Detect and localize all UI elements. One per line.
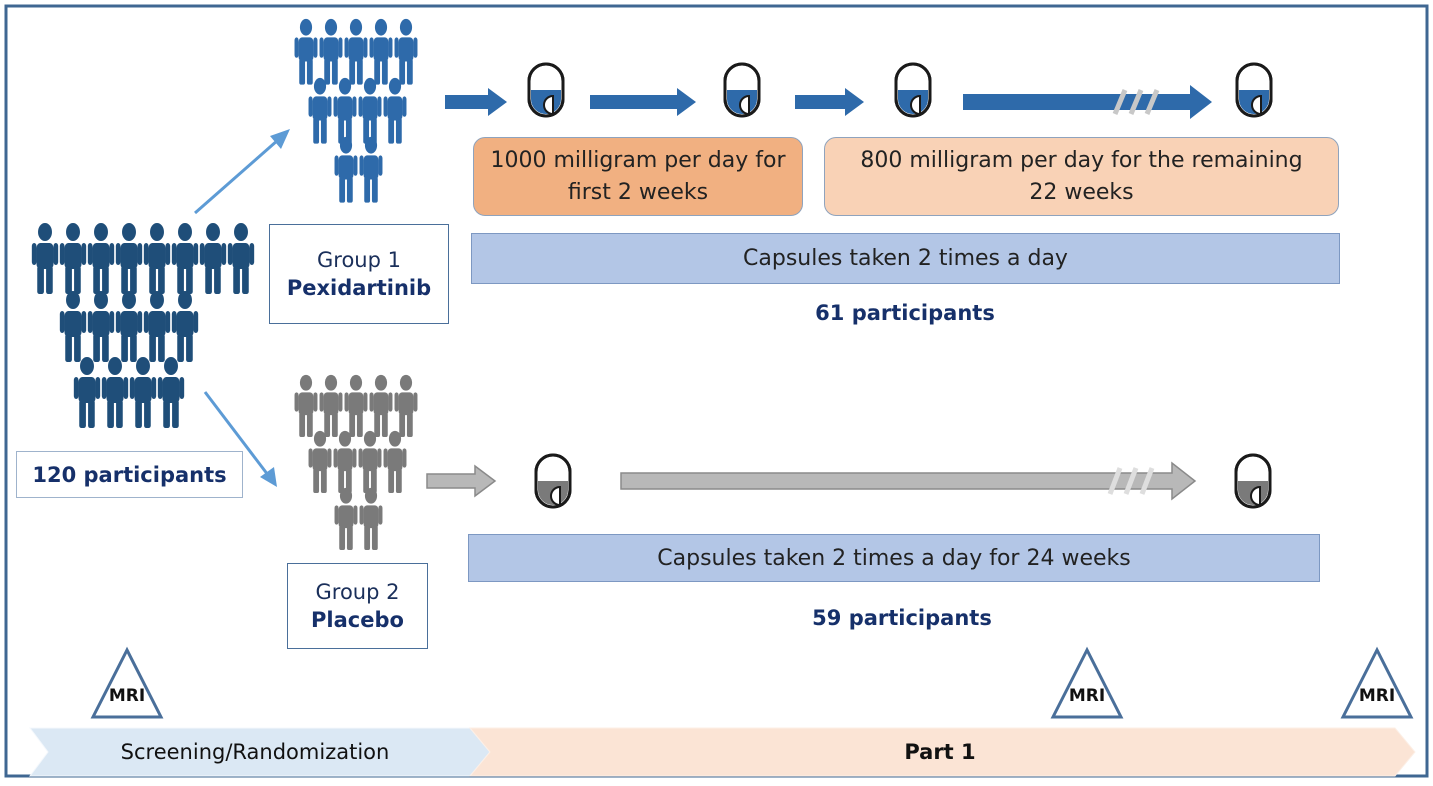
group1-name: Group 1: [317, 248, 401, 272]
group1-count: 61 participants: [755, 296, 1055, 330]
g1-arrow-week-2: [590, 88, 696, 116]
person-icon: [369, 18, 393, 85]
mri-label-week-22: MRI: [1068, 686, 1106, 706]
person-icon: [87, 291, 115, 362]
person-icon: [143, 291, 171, 362]
person-icon: [334, 136, 358, 203]
group2-people-icon: [294, 374, 418, 550]
group2-drug: Placebo: [311, 608, 404, 632]
person-icon: [87, 223, 115, 294]
g1-arrow-mid: [795, 88, 864, 116]
outer-frame: [4, 4, 1429, 778]
person-icon: [171, 223, 199, 294]
group1-people-icon: [294, 18, 418, 203]
g2-arrow-long: [620, 461, 1197, 501]
g2-time-break: [1107, 467, 1155, 495]
person-icon: [59, 223, 87, 294]
randomization-arrow-group2: [203, 391, 277, 487]
mri-triangle-screening: [90, 646, 164, 719]
group2-box: Group 2 Placebo: [287, 563, 428, 649]
capsule-icon: [1234, 453, 1272, 509]
group1-schedule-label: Capsules taken 2 times a day: [743, 246, 1068, 271]
person-icon: [101, 357, 129, 428]
person-icon: [308, 430, 332, 493]
person-icon: [115, 291, 143, 362]
person-icon: [369, 374, 393, 437]
maintenance-dose-box: 800 milligram per day for the remaining …: [824, 137, 1339, 216]
total-participants-label: 120 participants: [32, 462, 227, 487]
person-icon: [227, 223, 255, 294]
maintenance-dose-label: 800 milligram per day for the remaining …: [860, 147, 1303, 205]
person-icon: [344, 18, 368, 85]
person-icon: [143, 223, 171, 294]
g1-time-break: [1112, 89, 1160, 115]
group1-drug: Pexidartinib: [286, 276, 432, 300]
person-icon: [333, 430, 357, 493]
randomization-arrow-group1: [194, 129, 290, 215]
total-participants-box: 120 participants: [16, 451, 243, 498]
group2-count-label: 59 participants: [812, 606, 992, 630]
person-icon: [199, 223, 227, 294]
capsule-icon: [723, 62, 761, 118]
group2-count: 59 participants: [752, 601, 1052, 635]
person-icon: [73, 357, 101, 428]
person-icon: [294, 18, 318, 85]
part1-band: [468, 727, 1416, 777]
person-icon: [31, 223, 59, 294]
person-icon: [334, 487, 358, 550]
group2-schedule-label: Capsules taken 2 times a day for 24 week…: [657, 545, 1131, 571]
part1-phase-label: Part 1: [904, 740, 976, 764]
mri-label-screening: MRI: [108, 686, 146, 706]
screening-phase-label: Screening/Randomization: [120, 740, 390, 764]
person-icon: [358, 430, 382, 493]
mri-triangle-week-24: [1340, 646, 1414, 719]
person-icon: [359, 136, 383, 203]
group2-schedule-band: Capsules taken 2 times a day for 24 week…: [468, 534, 1320, 582]
person-icon: [394, 18, 418, 85]
group1-box: Group 1 Pexidartinib: [269, 224, 449, 324]
capsule-icon: [527, 62, 565, 118]
person-icon: [59, 291, 87, 362]
person-icon: [359, 487, 383, 550]
person-icon: [115, 223, 143, 294]
initial-dose-label: 1000 milligram per day for first 2 weeks: [490, 147, 786, 205]
person-icon: [358, 77, 382, 144]
person-icon: [171, 291, 199, 362]
capsule-icon: [1235, 62, 1273, 118]
capsule-icon: [534, 453, 572, 509]
person-icon: [344, 374, 368, 437]
initial-dose-box: 1000 milligram per day for first 2 weeks: [473, 137, 803, 216]
participant-pool-icon: [31, 223, 255, 428]
person-icon: [308, 77, 332, 144]
group1-schedule-band: Capsules taken 2 times a day: [471, 233, 1340, 284]
person-icon: [383, 77, 407, 144]
person-icon: [319, 18, 343, 85]
person-icon: [333, 77, 357, 144]
capsule-icon: [894, 62, 932, 118]
person-icon: [294, 374, 318, 437]
g1-arrow-long: [963, 85, 1212, 119]
g2-arrow-start: [426, 464, 497, 498]
group1-count-label: 61 participants: [815, 301, 995, 325]
group2-name: Group 2: [315, 580, 400, 604]
person-icon: [319, 374, 343, 437]
g1-arrow-start: [445, 88, 507, 116]
person-icon: [394, 374, 418, 437]
person-icon: [383, 430, 407, 493]
person-icon: [157, 357, 185, 428]
person-icon: [129, 357, 157, 428]
mri-triangle-week-22: [1050, 646, 1124, 719]
mri-label-week-24: MRI: [1358, 686, 1396, 706]
